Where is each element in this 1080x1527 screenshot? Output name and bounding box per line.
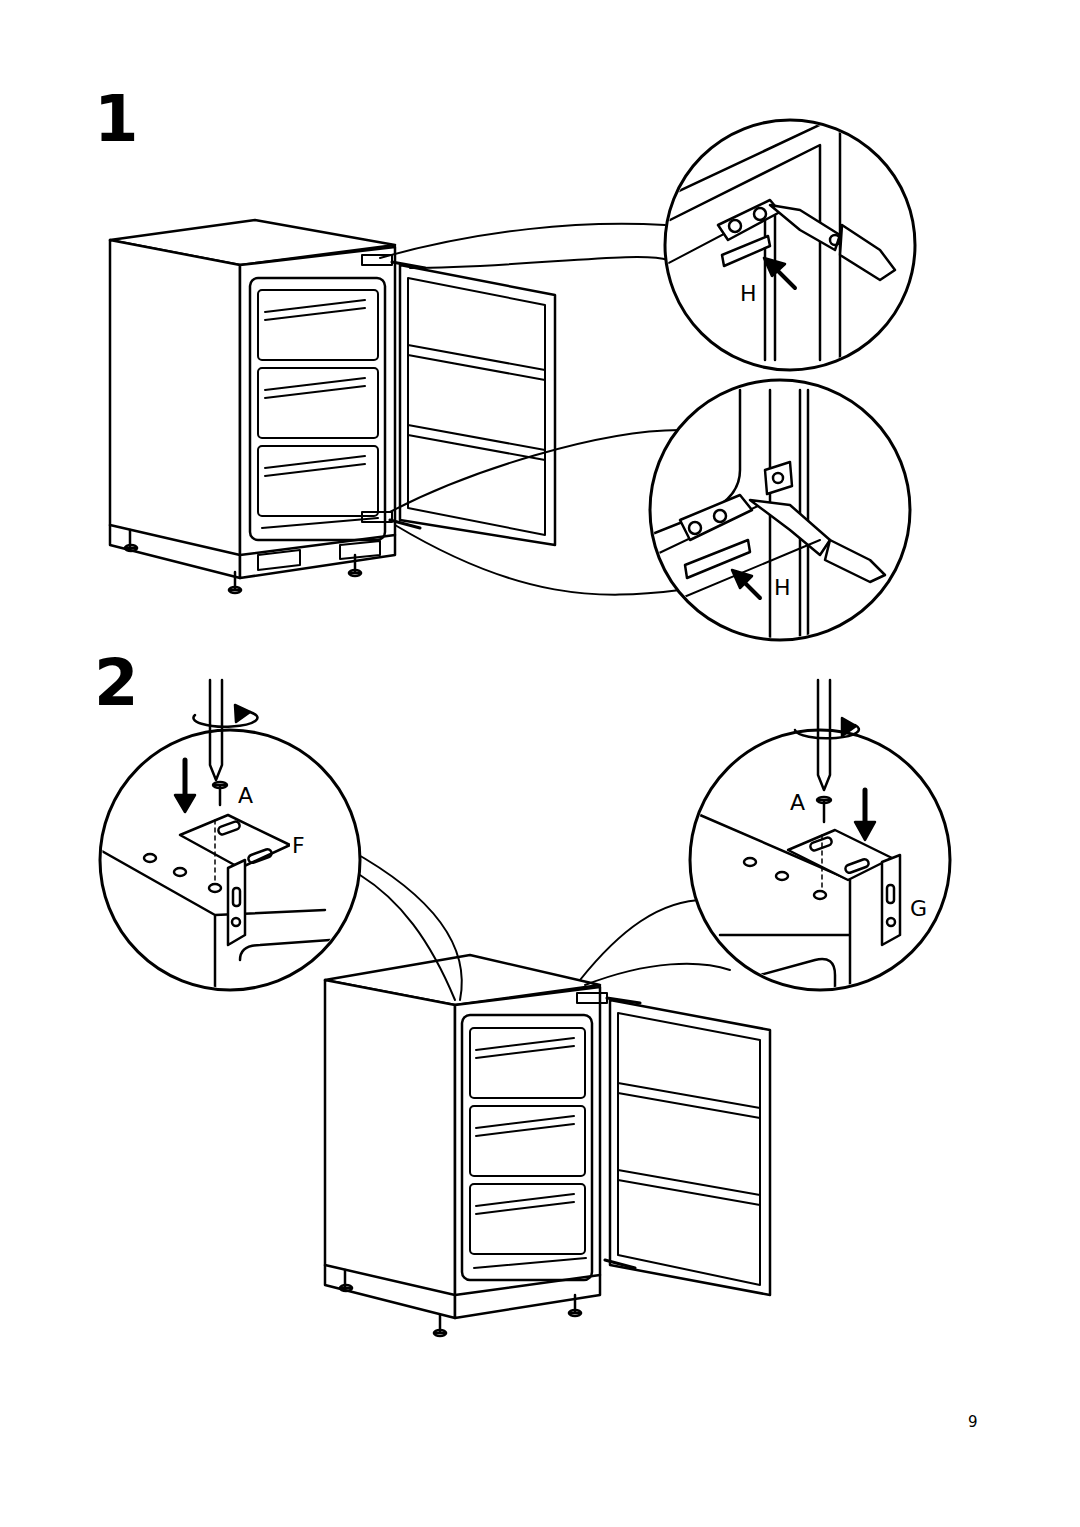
part-letter: A (788, 791, 807, 815)
part-letter: A (236, 784, 255, 808)
hinge-detail-top (660, 120, 895, 360)
freezer-step2 (325, 850, 770, 1336)
bracket-detail-left (100, 815, 330, 1000)
part-letter: G (908, 897, 929, 921)
step-number: 1 (92, 86, 141, 152)
bracket-detail-right (700, 815, 900, 1000)
screw-and-driver-right (795, 680, 875, 840)
hinge-detail-bottom (650, 390, 885, 660)
screw-and-driver-left (175, 680, 257, 812)
part-letter: H (772, 576, 793, 600)
part-letter: H (738, 282, 759, 306)
part-letter: F (290, 834, 307, 858)
step-number: 2 (92, 650, 141, 716)
freezer-step1 (110, 220, 680, 595)
page-number: 9 (966, 1414, 980, 1431)
